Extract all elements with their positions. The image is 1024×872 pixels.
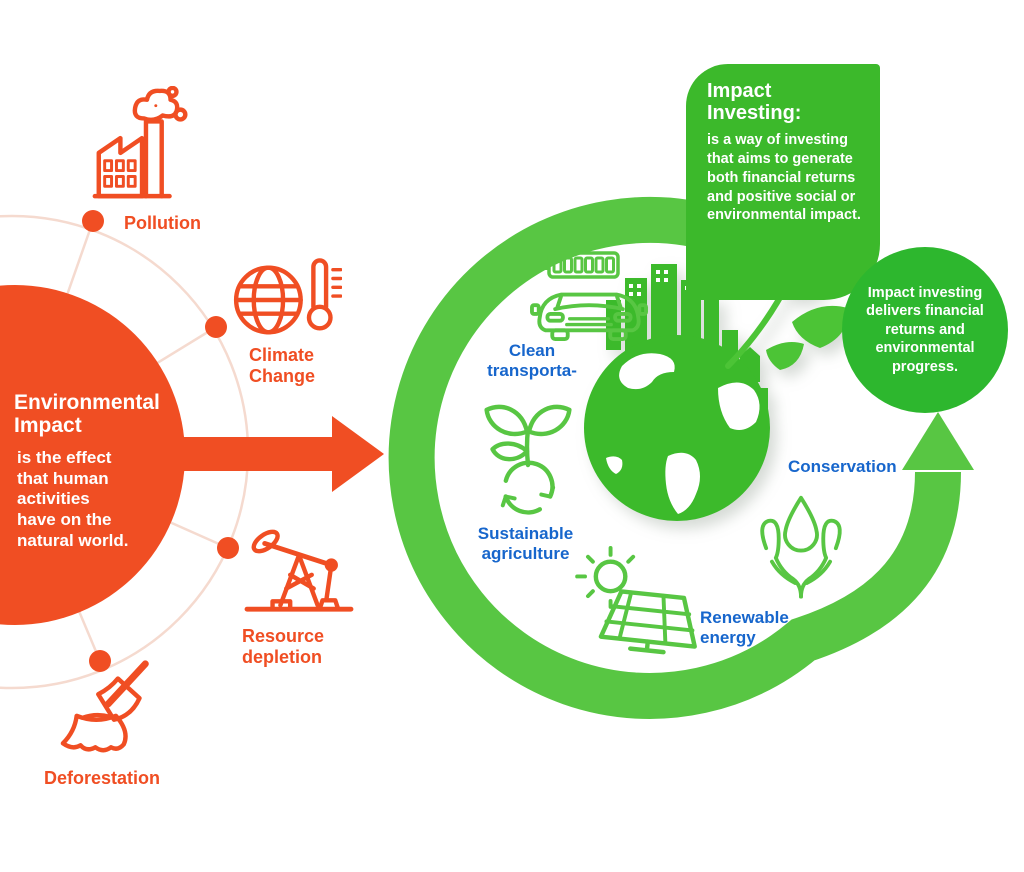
hands-droplet-icon [752,492,850,614]
badge-text: Impact investing delivers financial retu… [866,284,984,375]
renewable-energy-label: Renewable energy [700,608,789,648]
environmental-impact-heading: Environmental Impact [14,391,160,437]
wheel-dots [82,210,239,672]
solar-panel-icon [570,545,715,657]
sustainable-agriculture-label: Sustainable agriculture [477,524,574,564]
resource-depletion-label: Resource depletion [242,626,325,667]
impact-investing-definition: is a way of investing that aims to gener… [707,132,861,224]
deforestation-label: Deforestation [44,768,161,788]
climate-change-label: Climate Change [249,345,316,386]
oil-pump-icon [240,518,358,616]
factory-icon [85,86,203,204]
impact-investing-badge: Impact investing delivers financial retu… [842,247,1008,413]
impact-investing-heading: Impact Investing: [707,80,802,124]
battery-icon [544,250,622,280]
ring-arrowhead [902,412,974,470]
impact-investing-bubble: Impact Investing: is a way of investing … [686,64,880,300]
earth-continents [606,353,760,514]
globe-thermometer-icon [230,256,342,344]
electric-car-icon [530,283,648,341]
pollution-label: Pollution [124,213,201,233]
tree-stump-axe-icon [52,655,172,761]
conservation-label: Conservation [788,457,897,476]
sprout-recycle-icon [478,400,578,530]
clean-transportation-label: Clean transporta- [487,341,577,381]
environmental-impact-circle [0,285,185,625]
right-arrow [175,416,384,492]
impact-cycle-ring [388,196,974,719]
environmental-impact-description: is the effect that human activities have… [17,448,129,550]
